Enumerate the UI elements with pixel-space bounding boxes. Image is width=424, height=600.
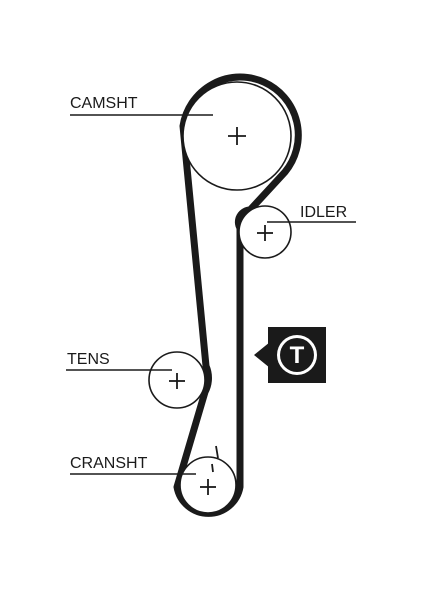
- timing-mark-icon: [211, 445, 219, 473]
- crankshaft-hub-icon: [200, 479, 216, 495]
- crankshaft-label: CRANSHT: [70, 455, 148, 472]
- timing-belt: [173, 73, 302, 517]
- idler-hub-icon: [257, 225, 273, 241]
- idler-label: IDLER: [300, 204, 347, 221]
- camshaft-hub-icon: [228, 127, 246, 145]
- tensioner-hub-icon: [169, 373, 185, 389]
- tension-marker: T: [254, 327, 326, 383]
- tensioner-label: TENS: [67, 351, 110, 368]
- camshaft-label: CAMSHT: [70, 95, 138, 112]
- tension-marker-letter: T: [290, 342, 305, 369]
